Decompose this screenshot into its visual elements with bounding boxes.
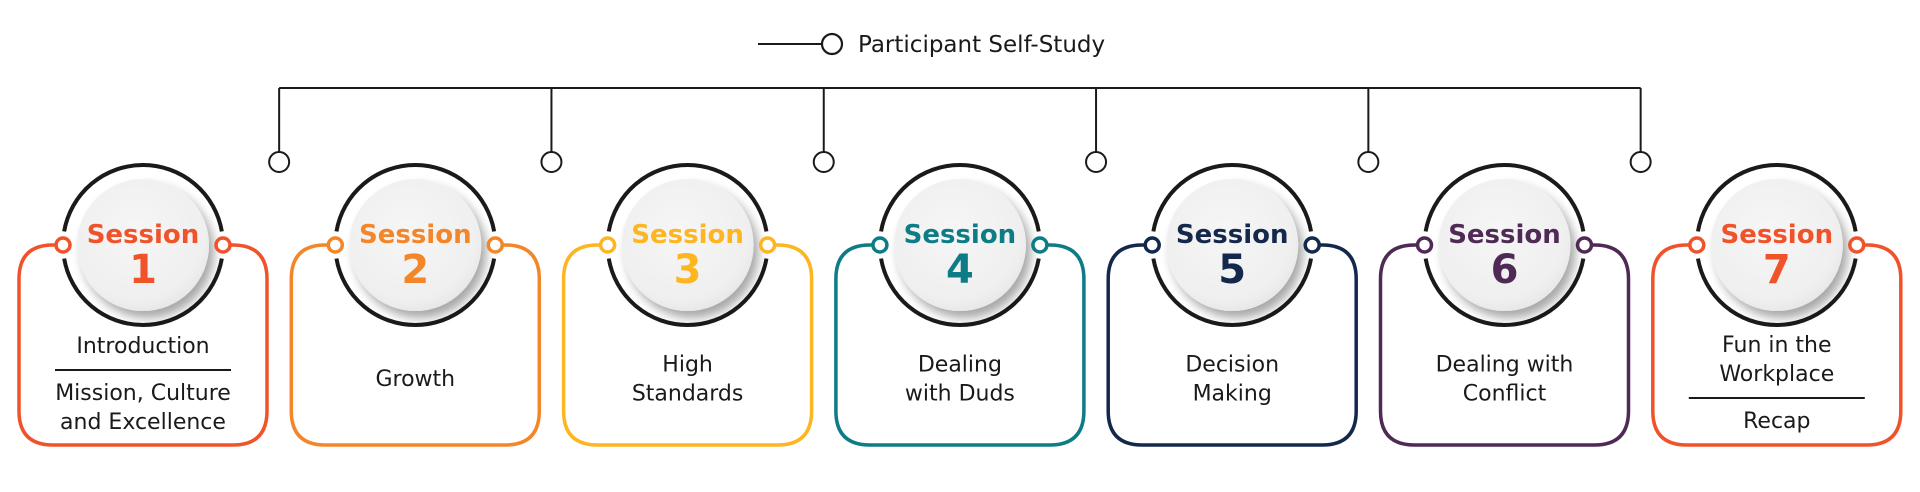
session-number: 1 — [129, 247, 157, 293]
session-title-line: Growth — [375, 367, 455, 392]
session-ring-bottom — [62, 258, 224, 327]
self-study-node-icon — [1085, 151, 1108, 173]
self-study-node-icon — [812, 151, 835, 173]
session-ring-bottom — [606, 258, 769, 327]
session-number: 2 — [401, 247, 429, 293]
session-subtitle-line: Mission, Culture — [55, 381, 231, 406]
legend: Participant Self-Study — [758, 32, 1105, 58]
session-disc — [1710, 179, 1843, 311]
session-title-line: High — [662, 353, 713, 378]
session-box-outline — [1378, 243, 1631, 447]
session-word: Session — [87, 220, 200, 250]
session-ring-top — [606, 163, 769, 232]
session-box-outline — [561, 243, 814, 447]
session-ring-top — [1423, 163, 1586, 232]
session-ring-bottom — [1695, 258, 1858, 327]
self-study-node-icon — [540, 151, 563, 173]
session-subtitle-line: and Excellence — [60, 410, 226, 435]
session-ring-bottom — [334, 258, 497, 327]
session-subtitle-line: Recap — [1743, 409, 1810, 434]
right-node-icon — [214, 236, 232, 254]
legend-label: Participant Self-Study — [858, 32, 1105, 58]
session-title-line: Conflict — [1463, 382, 1547, 407]
session-ring-top — [879, 163, 1041, 232]
session-number: 3 — [674, 247, 702, 293]
legend-node-icon — [820, 32, 844, 56]
session-disc — [77, 179, 209, 311]
session-word: Session — [1176, 220, 1289, 250]
right-node-icon — [758, 236, 777, 254]
session-title-line: Making — [1193, 382, 1272, 407]
session-word: Session — [1448, 220, 1561, 250]
session-title-line: Standards — [632, 382, 744, 407]
right-node-icon — [1848, 236, 1866, 254]
session-word: Session — [904, 220, 1017, 250]
session-disc — [621, 179, 754, 311]
left-node-icon — [54, 236, 72, 254]
session-ring-bottom — [1423, 258, 1586, 327]
session-title-line: Decision — [1185, 353, 1279, 378]
session-disc — [893, 179, 1026, 311]
session-word: Session — [1720, 220, 1833, 250]
session-title-line: Introduction — [76, 334, 209, 359]
session-disc — [1438, 179, 1571, 311]
left-node-icon — [1688, 236, 1706, 254]
left-node-icon — [871, 236, 889, 254]
session-ring-bottom — [1151, 258, 1314, 327]
right-node-icon — [1303, 236, 1321, 254]
self-study-node-icon — [1629, 151, 1652, 173]
left-node-icon — [326, 236, 345, 254]
left-node-icon — [598, 236, 617, 254]
right-node-icon — [1031, 236, 1049, 254]
session-number: 4 — [946, 247, 974, 293]
session-ring-top — [1151, 163, 1314, 232]
session-box-outline — [1651, 243, 1903, 447]
session-box-outline — [17, 243, 269, 447]
session-ring-top — [1695, 163, 1858, 232]
self-study-node-icon — [268, 151, 291, 173]
session-word: Session — [359, 220, 472, 250]
self-study-node-icon — [1357, 151, 1380, 173]
session-box-outline — [1106, 243, 1358, 447]
left-node-icon — [1415, 236, 1434, 254]
right-node-icon — [486, 236, 505, 254]
session-box-outline — [834, 243, 1086, 447]
session-title-line: Dealing with — [1436, 353, 1574, 378]
self-study-connector — [268, 87, 1652, 173]
session-disc — [349, 179, 482, 311]
session-box-outline — [289, 243, 542, 447]
session-title-line: Dealing — [918, 353, 1002, 378]
session-disc — [1166, 179, 1299, 311]
session-ring-top — [62, 163, 224, 232]
left-node-icon — [1143, 236, 1161, 254]
session-ring-bottom — [879, 258, 1041, 327]
session-number: 7 — [1763, 247, 1791, 293]
session-word: Session — [631, 220, 744, 250]
session-title-line: with Duds — [905, 382, 1015, 407]
right-node-icon — [1575, 236, 1594, 254]
session-ring-top — [334, 163, 497, 232]
session-title-line: Workplace — [1719, 362, 1834, 387]
session-number: 6 — [1491, 247, 1519, 293]
session-number: 5 — [1218, 247, 1246, 293]
session-title-line: Fun in the — [1722, 333, 1831, 358]
